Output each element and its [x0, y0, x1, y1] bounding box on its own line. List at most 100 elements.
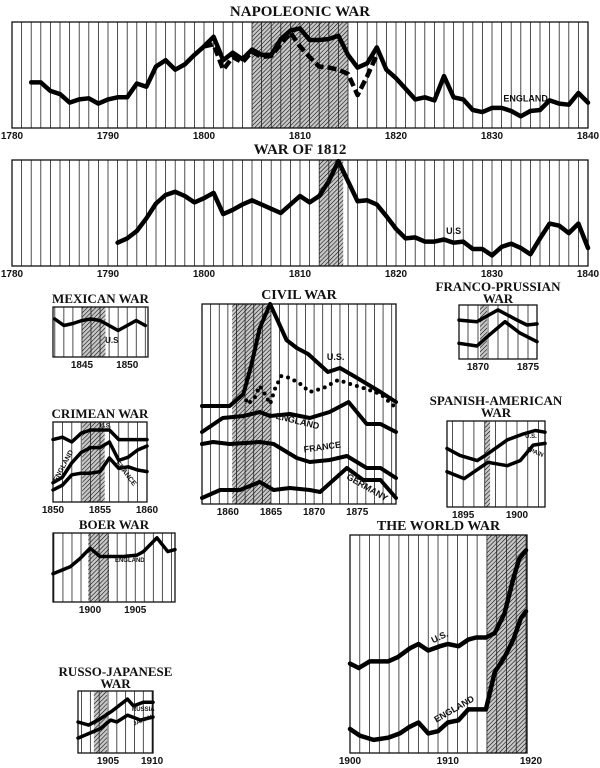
x-tick-label: 1840: [577, 269, 600, 280]
series-label: U.S.: [525, 434, 537, 440]
x-tick-label: 1920: [520, 756, 543, 767]
series-line-england: [51, 536, 177, 576]
x-tick-label: 1790: [97, 131, 120, 142]
plot-frame: [52, 532, 176, 603]
series-line-england: [200, 400, 398, 434]
x-tick-label: 1860: [217, 507, 240, 518]
chart-title: WAR: [483, 291, 514, 306]
series-label: RUSSIA: [132, 707, 155, 713]
war-period-hatch: [88, 533, 110, 602]
chart-panel-war-of-1812: WAR OF 1812 1780 1790 1800 1810 1820 1830 1840 U…: [1, 142, 600, 280]
x-tick-label: 1780: [1, 131, 24, 142]
series-line-unlabeled-dashed-series: [203, 30, 379, 98]
x-tick-label: 1800: [193, 131, 216, 142]
x-tick-label: 1790: [97, 269, 120, 280]
chart-title: WAR: [481, 405, 512, 420]
x-tick-label: 1820: [385, 269, 408, 280]
chart-title: BOER WAR: [79, 517, 150, 532]
x-tick-label: 1865: [260, 507, 283, 518]
plot-frame: [349, 534, 528, 754]
plot-frame: [446, 420, 546, 508]
x-tick-label: 1850: [116, 360, 139, 371]
series-line-u-s-: [53, 317, 148, 333]
x-tick-label: 1875: [517, 362, 540, 373]
x-tick-label: 1910: [141, 756, 164, 767]
plot-frame: [458, 304, 538, 360]
war-period-hatch: [480, 305, 487, 359]
x-tick-label: 1850: [42, 505, 65, 516]
x-tick-label: 1780: [1, 269, 24, 280]
x-tick-label: 1870: [467, 362, 490, 373]
x-tick-label: 1900: [506, 510, 529, 521]
series-label: U.S: [105, 336, 119, 345]
chart-panel-mexican: MEXICAN WAR 1845 1850 U.S: [52, 291, 150, 371]
war-period-hatch: [82, 422, 105, 502]
x-tick-label: 1910: [437, 756, 460, 767]
plot-frame: [52, 421, 148, 503]
x-tick-label: 1860: [136, 505, 159, 516]
series-line-japan: [76, 713, 155, 740]
chart-title: NAPOLEONIC WAR: [230, 4, 370, 20]
plot-frame: [52, 306, 149, 358]
x-tick-label: 1855: [89, 505, 112, 516]
series-line-u-s-: [115, 158, 591, 258]
x-tick-label: 1900: [339, 756, 362, 767]
war-period-hatch: [81, 307, 106, 357]
series-line-u-s-: [445, 428, 547, 463]
series-label: U.S.: [100, 424, 112, 430]
series-label: U.S: [446, 226, 461, 236]
war-period-hatch: [93, 691, 108, 753]
series-label: FRANCE: [303, 439, 342, 454]
series-line-france: [200, 440, 398, 480]
chart-title: WAR OF 1812: [254, 142, 347, 158]
series-line-germany: [200, 466, 398, 500]
plot-frame: [11, 159, 589, 267]
x-tick-label: 1800: [193, 269, 216, 280]
chart-title: FRANCO-PRUSSIAN: [436, 279, 562, 294]
chart-title: MEXICAN WAR: [52, 291, 150, 306]
war-period-hatch: [232, 304, 271, 504]
series-label: ENGLAND: [503, 94, 548, 104]
series-label: FRANCE: [114, 460, 138, 488]
x-tick-label: 1900: [79, 605, 102, 616]
x-tick-label: 1870: [303, 507, 326, 518]
chart-title: CIVIL WAR: [261, 288, 337, 303]
series-line-u-s-: [200, 302, 398, 408]
x-tick-label: 1875: [346, 507, 369, 518]
x-tick-label: 1840: [577, 131, 600, 142]
series-line-u-s-: [347, 548, 529, 671]
x-tick-label: 1905: [97, 756, 120, 767]
x-tick-label: 1820: [385, 131, 408, 142]
series-line-upper-series: [457, 308, 539, 327]
x-tick-label: 1845: [71, 360, 94, 371]
series-label: U.S.: [327, 352, 345, 362]
x-tick-label: 1895: [452, 510, 475, 521]
x-tick-label: 1830: [481, 131, 504, 142]
series-line-england: [347, 609, 529, 743]
chart-title: WAR: [100, 676, 131, 691]
chart-panel-boer: BOER WAR 1900 1905 ENGLAND: [51, 517, 177, 616]
x-tick-label: 1905: [124, 605, 147, 616]
x-tick-label: 1810: [289, 269, 312, 280]
chart-title: CRIMEAN WAR: [52, 406, 150, 421]
series-line-unlabeled-dotted-series: [241, 374, 398, 410]
series-line-russia: [76, 697, 155, 727]
series-line-spain: [445, 441, 547, 481]
chart-title: SPANISH-AMERICAN: [430, 393, 563, 408]
series-line-england: [28, 26, 591, 119]
series-label: ENGLAND: [115, 558, 145, 564]
chart-title: RUSSO-JAPANESE: [59, 664, 173, 679]
plot-frame: [11, 21, 589, 129]
chart-title: THE WORLD WAR: [377, 519, 501, 534]
series-line-lower-series: [457, 319, 539, 348]
x-tick-label: 1830: [481, 269, 504, 280]
